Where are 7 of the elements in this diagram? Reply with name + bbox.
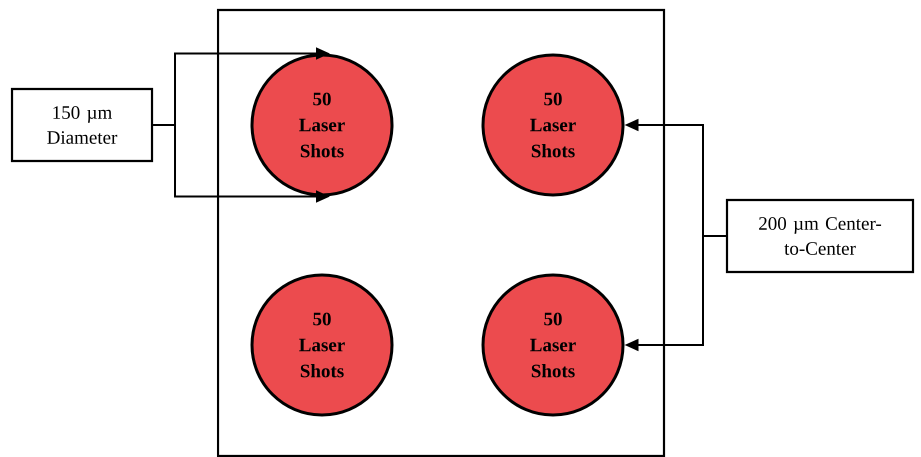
label-box: 200 µm Center-to-Center (726, 198, 914, 274)
ablation-spot: 50 Laser Shots (250, 54, 394, 196)
ablation-spot: 50 Laser Shots (482, 54, 624, 196)
ablation-spot: 50 Laser Shots (250, 274, 394, 416)
sample-plate (216, 8, 666, 457)
ablation-spot: 50 Laser Shots (482, 274, 624, 416)
label-box: 150 µm Diameter (10, 88, 154, 162)
